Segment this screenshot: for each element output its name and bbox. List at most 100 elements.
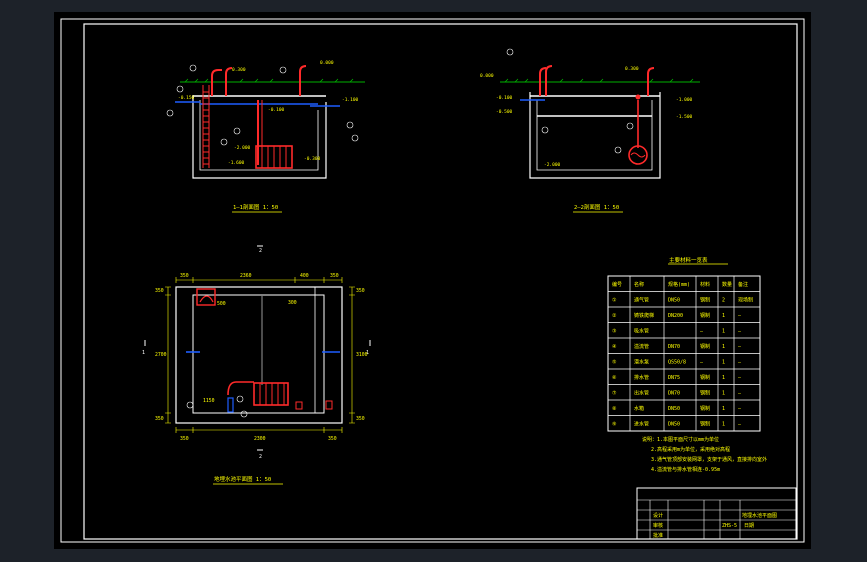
pump-2 bbox=[628, 145, 648, 165]
table-cell: DN70 bbox=[668, 344, 680, 350]
tank-inner-wall bbox=[199, 100, 319, 171]
elev-s1-4: -1.100 bbox=[342, 97, 359, 103]
table-cell: 进水管 bbox=[634, 421, 649, 428]
table-cell: ⑤ bbox=[612, 360, 617, 366]
table-cell: 排水管 bbox=[634, 374, 649, 381]
pump-2-symbol bbox=[630, 152, 646, 158]
cut-mark-left: 1 bbox=[142, 350, 145, 356]
table-cell: 钢制 bbox=[700, 374, 710, 381]
dim-right-2: 3100 bbox=[356, 352, 368, 358]
table-cell: — bbox=[700, 329, 704, 335]
dim-bottom-1: 350 bbox=[180, 436, 189, 442]
design-notes: 说明：1.本图平面尺寸以mm为单位 2.高程采用m为单位，采用绝对高程 3.通气… bbox=[642, 436, 767, 473]
grass-hatching-2 bbox=[504, 78, 694, 83]
vent-pipe-3 bbox=[299, 65, 307, 96]
tb-row-1: 设计 bbox=[653, 512, 663, 519]
elev-s2-4: -1.000 bbox=[676, 97, 693, 103]
elev-s1-5: -0.100 bbox=[268, 107, 285, 113]
table-header-cell: 编号 bbox=[612, 281, 622, 288]
table-header-cell: 数量 bbox=[722, 281, 732, 288]
cut-mark-right: 1 bbox=[366, 350, 369, 356]
table-cell: 钢制 bbox=[700, 421, 710, 428]
dim-top-3: 400 bbox=[300, 273, 309, 279]
tb-title: 地埋水池平面图 bbox=[742, 512, 777, 519]
table-cell: 1 bbox=[722, 313, 725, 319]
elev-s1-1: 0.300 bbox=[232, 67, 246, 73]
note-3: 3.通气管顶部安装网罩，支架于通风，直接排向室外 bbox=[651, 456, 767, 463]
tb-date-label: 日期 bbox=[744, 523, 754, 529]
table-cell: 1 bbox=[722, 329, 725, 335]
vent-pipe-2 bbox=[225, 67, 233, 96]
table-cell: 1 bbox=[722, 406, 725, 412]
pump-fins bbox=[261, 146, 287, 168]
tank-inner-wall-2 bbox=[536, 100, 653, 171]
drain-plan bbox=[227, 397, 234, 413]
table-grid bbox=[607, 275, 761, 432]
dim-right-3: 350 bbox=[356, 416, 365, 422]
table-cell: — bbox=[738, 375, 742, 381]
dim-top-2: 2360 bbox=[240, 273, 252, 279]
title-block-frame bbox=[636, 487, 797, 540]
table-cell: 钢制 bbox=[700, 297, 710, 304]
dim-left-1: 350 bbox=[155, 288, 164, 294]
pump-plan bbox=[253, 382, 289, 406]
elevations-s2: 0.000 0.300 -0.100 -1.000 -0.500 -1.500 … bbox=[480, 66, 693, 168]
vent-2a bbox=[539, 67, 547, 96]
table-cell: 溢流管 bbox=[634, 343, 649, 350]
outer-border bbox=[60, 18, 805, 543]
table-cell: ⑦ bbox=[612, 391, 617, 397]
vent-pipe-1 bbox=[211, 69, 222, 96]
table-header-cell: 名称 bbox=[634, 281, 644, 288]
table-cell: 现场制 bbox=[738, 297, 753, 304]
dim-left-2: 2700 bbox=[155, 352, 167, 358]
ladder bbox=[202, 85, 210, 168]
pipe-joint bbox=[635, 94, 641, 100]
table-cell: 潜水泵 bbox=[634, 359, 649, 366]
section-2-title: 2—2剖面图 1：50 bbox=[574, 203, 619, 211]
tank-wall-2 bbox=[529, 92, 661, 179]
dim-left-3: 350 bbox=[155, 416, 164, 422]
valve-plan bbox=[295, 401, 303, 410]
dim-right-1: 350 bbox=[356, 288, 365, 294]
table-cell: — bbox=[738, 391, 742, 397]
table-cell: DN50 bbox=[668, 406, 680, 412]
note-1: 说明：1.本图平面尺寸以mm为单位 bbox=[642, 436, 719, 443]
table-cell: DN75 bbox=[668, 375, 680, 381]
elev-s1-8: -1.600 bbox=[228, 160, 245, 166]
table-cell: — bbox=[700, 360, 704, 366]
table-cell: QS50/8 bbox=[668, 360, 686, 366]
leaders-s2 bbox=[506, 48, 634, 154]
table-cell: 水箱 bbox=[634, 405, 644, 412]
dim-inner-1: 500 bbox=[217, 301, 226, 307]
material-table-title: 主要材料一览表 bbox=[669, 256, 708, 264]
table-cell: DN70 bbox=[668, 391, 680, 397]
table-cell: 钢制 bbox=[700, 343, 710, 350]
table-cell: 1 bbox=[722, 375, 725, 381]
table-cell: 铸铁爬梯 bbox=[634, 312, 654, 319]
grass-hatching bbox=[184, 78, 354, 83]
dimension-lines bbox=[165, 277, 355, 433]
outer-wall bbox=[175, 286, 343, 424]
dimension-text: 350 2360 400 350 350 2300 350 350 2700 3… bbox=[155, 273, 368, 442]
table-cell: 2 bbox=[722, 298, 725, 304]
table-cell: 1 bbox=[722, 422, 725, 428]
table-cell: — bbox=[738, 313, 742, 319]
leaders-plan bbox=[186, 395, 248, 418]
title-block-grid bbox=[637, 499, 796, 539]
tb-row-3: 批准 bbox=[653, 532, 663, 539]
dim-bottom-2: 2300 bbox=[254, 436, 266, 442]
note-4: 4.溢流管与排水管相连-0.95m bbox=[651, 466, 720, 473]
table-cell: 出水管 bbox=[634, 390, 649, 397]
title-block-text: 设计 审核 批准 地埋水池平面图 ZHS-5 日期 bbox=[653, 512, 777, 539]
tank-plan: 2 2 1 1 350 2360 400 350 350 2300 350 bbox=[142, 245, 371, 485]
table-cell: 钢制 bbox=[700, 405, 710, 412]
vent-shaft-arc bbox=[199, 295, 214, 303]
section-1-1: 0.300 0.000 -0.150 -1.100 -0.100 -2.000 … bbox=[166, 60, 365, 213]
cut-mark-top: 2 bbox=[259, 248, 262, 254]
table-cell: ② bbox=[612, 313, 617, 319]
table-cell: 通气管 bbox=[634, 297, 649, 304]
table-cell: — bbox=[738, 360, 742, 366]
inner-border bbox=[83, 23, 798, 540]
title-block: 设计 审核 批准 地埋水池平面图 ZHS-5 日期 bbox=[636, 487, 797, 540]
